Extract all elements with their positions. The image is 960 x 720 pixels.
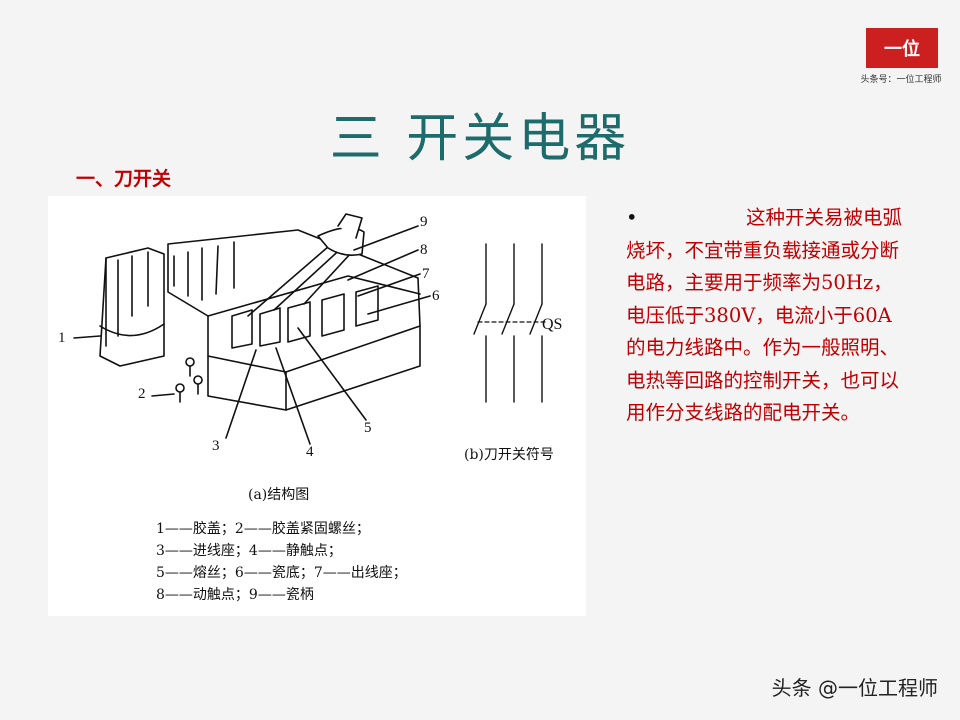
caption-b: (b)刀开关符号 bbox=[464, 447, 554, 463]
legend-line: 3——进线座；4——静触点； bbox=[156, 543, 342, 559]
description-body: 这种开关易被电弧烧坏，不宜带重负载接通或分断电路，主要用于频率为50Hz，电压低… bbox=[626, 206, 903, 424]
part-number-8: 8 bbox=[420, 242, 428, 258]
legend-line: 1——胶盖；2——胶盖紧固螺丝； bbox=[156, 521, 370, 537]
part-number-7: 7 bbox=[422, 266, 430, 282]
section-label: 一、刀开关 bbox=[76, 168, 172, 190]
slide-title: 三 开关电器 bbox=[329, 109, 631, 169]
part-number-4: 4 bbox=[306, 444, 314, 460]
description-text: •这种开关易被电弧烧坏，不宜带重负载接通或分断电路，主要用于频率为50Hz，电压… bbox=[626, 202, 906, 430]
part-number-1: 1 bbox=[58, 330, 66, 346]
knife-switch-figure: 1 2 3 4 5 6 7 8 9 QS (b)刀开关符号 (a)结构图 1——… bbox=[48, 196, 586, 616]
bullet-point: • bbox=[626, 206, 638, 229]
caption-a: (a)结构图 bbox=[248, 487, 310, 503]
legend-line: 5——熔丝；6——瓷底；7——出线座； bbox=[156, 565, 407, 581]
part-number-2: 2 bbox=[138, 386, 146, 402]
footer-attribution: 头条 @一位工程师 bbox=[771, 676, 938, 700]
knife-switch-structure-drawing bbox=[73, 213, 549, 445]
brand-logo: 一位 bbox=[866, 28, 938, 68]
switch-symbol-label: QS bbox=[542, 316, 563, 333]
part-number-9: 9 bbox=[420, 214, 428, 230]
brand-logo-subtitle: 头条号：一位工程师 bbox=[860, 75, 942, 85]
part-number-3: 3 bbox=[212, 438, 220, 454]
part-number-6: 6 bbox=[432, 288, 440, 304]
legend-line: 8——动触点；9——瓷柄 bbox=[156, 587, 314, 603]
part-number-5: 5 bbox=[364, 420, 372, 436]
